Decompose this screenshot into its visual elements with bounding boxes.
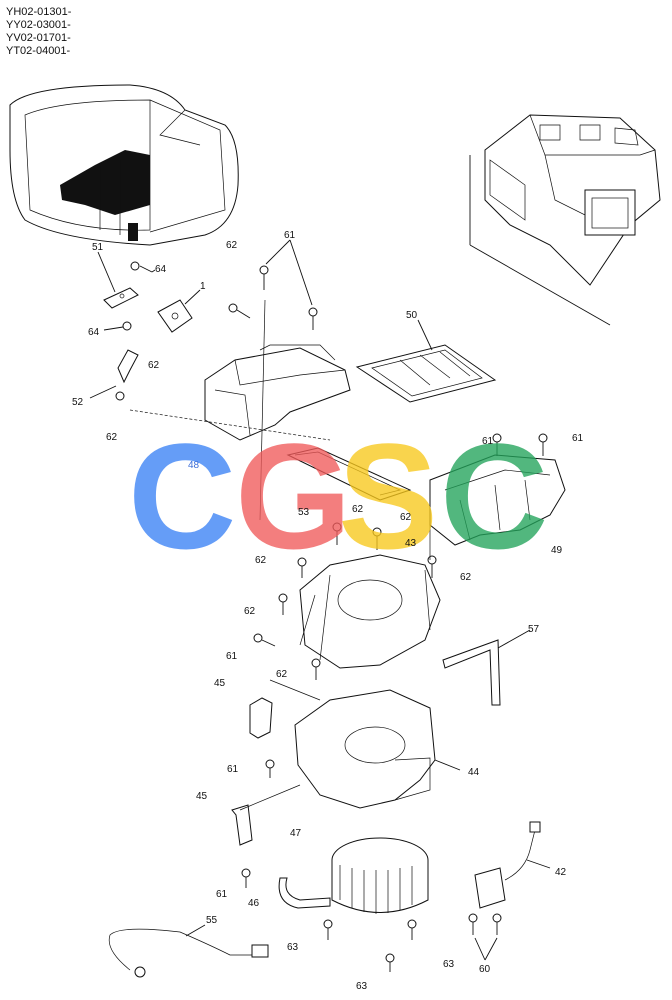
part-51-latch: [97, 251, 139, 309]
label-64: 64: [88, 327, 100, 338]
label-63: 63: [287, 942, 299, 953]
assembly-lines: [129, 299, 431, 811]
part-61-screws-upper: [228, 239, 318, 330]
label-47: 47: [290, 828, 302, 839]
label-63: 63: [356, 981, 368, 992]
watermark-letter: G: [235, 412, 352, 580]
label-62: 62: [352, 504, 364, 515]
label-50: 50: [406, 310, 418, 321]
label-61: 61: [572, 433, 584, 444]
part-55-harness: [108, 924, 269, 978]
label-61: 61: [284, 230, 296, 241]
label-62: 62: [400, 512, 412, 523]
label-63: 63: [443, 959, 455, 970]
part-labels: 51 64 1 62 61 64 62 50 52 62 48 61 61 53…: [72, 230, 584, 992]
watermark: C G S C: [128, 412, 548, 580]
watermark-letter: C: [440, 412, 548, 580]
label-62: 62: [460, 572, 472, 583]
part-1-actuator: [157, 289, 201, 333]
part-52-lever: [89, 349, 139, 401]
part-45-bracket-upper: [249, 697, 275, 778]
label-62: 62: [244, 606, 256, 617]
serial-number: YV02-01701-: [6, 32, 71, 44]
serial-number: YY02-03001-: [6, 19, 71, 31]
label-61: 61: [227, 764, 239, 775]
part-46-hose: [278, 877, 331, 909]
label-52: 52: [72, 397, 84, 408]
label-1: 1: [200, 281, 206, 292]
label-61: 61: [482, 436, 494, 447]
part-63-screws: [323, 919, 417, 972]
label-61: 61: [216, 889, 228, 900]
label-45: 45: [196, 791, 208, 802]
label-51: 51: [92, 242, 104, 253]
label-62: 62: [276, 669, 288, 680]
part-64-screw: [103, 261, 156, 331]
label-48: 48: [188, 460, 200, 471]
label-64: 64: [155, 264, 167, 275]
label-44: 44: [468, 767, 480, 778]
label-60: 60: [479, 964, 491, 975]
part-43-upper-scroll: [253, 522, 441, 680]
hvac-unit-illustration: [469, 114, 661, 326]
part-57-seal: [442, 629, 531, 706]
label-55: 55: [206, 915, 218, 926]
label-49: 49: [551, 545, 563, 556]
label-45: 45: [214, 678, 226, 689]
label-53: 53: [298, 507, 310, 518]
serial-number-list: YH02-01301- YY02-03001- YV02-01701- YT02…: [6, 6, 71, 58]
part-53-filter: [286, 447, 412, 501]
cab-illustration: [9, 84, 239, 246]
label-61: 61: [226, 651, 238, 662]
part-49-housing: [429, 433, 566, 546]
label-62: 62: [255, 555, 267, 566]
serial-number: YH02-01301-: [6, 6, 72, 18]
label-62: 62: [106, 432, 118, 443]
label-46: 46: [248, 898, 260, 909]
serial-number: YT02-04001-: [6, 45, 71, 57]
part-47-blower-motor: [331, 837, 429, 914]
label-62: 62: [148, 360, 160, 371]
watermark-letter: C: [128, 412, 236, 580]
part-50-filter-cover: [355, 319, 497, 403]
label-62: 62: [226, 240, 238, 251]
label-43: 43: [405, 538, 417, 549]
label-57: 57: [528, 624, 540, 635]
watermark-letter: S: [338, 412, 438, 580]
part-44-lower-scroll: [294, 689, 461, 809]
part-42-resistor: [474, 821, 551, 909]
part-48-duct: [204, 344, 351, 441]
part-60-screws: [468, 913, 502, 961]
label-42: 42: [555, 867, 567, 878]
part-45-bracket-lower: [231, 804, 253, 888]
